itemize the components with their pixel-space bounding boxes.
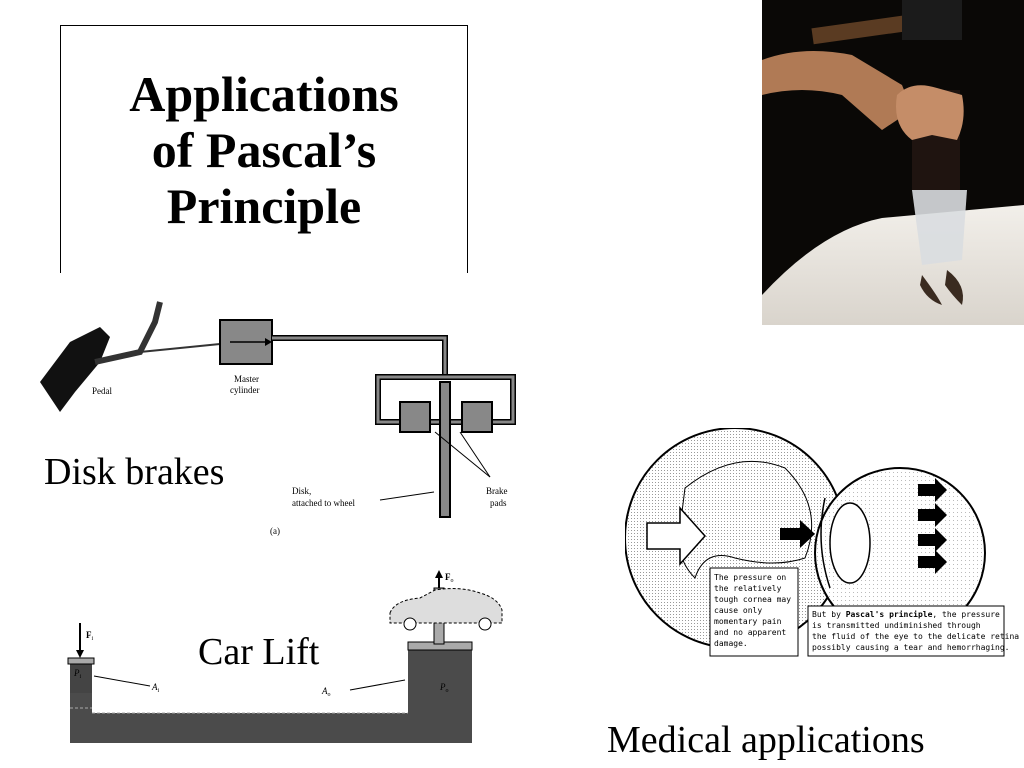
disk-brake-diagram: Pedal Master cylinder Disk, attached to … bbox=[30, 282, 550, 540]
title-line-1: Applications bbox=[129, 65, 399, 122]
splash bbox=[912, 190, 967, 265]
glass-shard-2 bbox=[945, 270, 963, 305]
disk-label-1: Disk, bbox=[292, 486, 311, 496]
panel-label: (a) bbox=[270, 526, 280, 536]
hammer-bottle-photo bbox=[762, 0, 1024, 325]
title-line-2: of Pascal’s bbox=[151, 121, 377, 178]
arm bbox=[762, 51, 912, 130]
eye-arrow-icon-4 bbox=[918, 550, 947, 574]
eye-arrow-icon-2 bbox=[918, 503, 947, 527]
left-brake-pad bbox=[399, 401, 431, 433]
note1-line-2: the relatively bbox=[714, 584, 782, 593]
disk-label-2: attached to wheel bbox=[292, 498, 355, 508]
note1-line-5: momentary pain bbox=[714, 617, 782, 626]
left-fluid bbox=[70, 658, 92, 693]
ao-label: Ao bbox=[321, 686, 331, 698]
disk-brakes-caption: Disk brakes bbox=[44, 451, 225, 493]
eye-arrow-icon-3 bbox=[918, 528, 947, 552]
title-box: Applications of Pascal’s Principle bbox=[60, 25, 468, 273]
foot-icon bbox=[40, 327, 110, 412]
note2-line-2: is transmitted undiminished through bbox=[812, 621, 981, 630]
cornea-note-box bbox=[709, 567, 799, 657]
car-lift-caption: Car Lift bbox=[198, 631, 320, 673]
pads-label-1: Brake bbox=[486, 486, 508, 496]
note1-line-4: cause only bbox=[714, 606, 762, 615]
car-lift-diagram: Fi Pi Ai Fo Po Ao bbox=[67, 570, 503, 743]
glass-shard-1 bbox=[920, 275, 942, 305]
cornea-arrow-icon bbox=[780, 520, 815, 548]
master-label-2: cylinder bbox=[230, 385, 260, 395]
hammer-head bbox=[902, 0, 962, 40]
fluid-channel bbox=[70, 648, 472, 743]
medical-applications-caption: Medical applications bbox=[607, 719, 925, 761]
fi-label: Fi bbox=[86, 630, 94, 642]
right-brake-pad bbox=[461, 401, 493, 433]
car-icon bbox=[389, 588, 503, 624]
ai-label: Ai bbox=[151, 682, 160, 694]
title-line-3: Principle bbox=[166, 177, 362, 234]
fo-label: Fo bbox=[445, 572, 454, 584]
input-arrow-icon bbox=[646, 506, 707, 566]
pedal-label: Pedal bbox=[92, 386, 112, 396]
note2-line-4: possibly causing a tear and hemorrhaging… bbox=[812, 643, 1009, 652]
note1-line-1: The pressure on bbox=[714, 573, 786, 582]
pedal-arm bbox=[94, 301, 163, 365]
pi-label: Pi bbox=[73, 668, 82, 680]
note1-line-7: damage. bbox=[714, 639, 748, 648]
small-piston bbox=[67, 657, 95, 665]
note2-line-3: the fluid of the eye to the delicate ret… bbox=[812, 632, 1020, 641]
note2-line-1: But by Pascal's principle, the pressure bbox=[812, 609, 1000, 619]
note1-line-6: and no apparent bbox=[714, 628, 786, 637]
po-label: Po bbox=[439, 682, 449, 694]
disk bbox=[439, 381, 451, 518]
eye-pressure-diagram: The pressure on the relatively tough cor… bbox=[625, 428, 1020, 657]
master-label-1: Master bbox=[234, 374, 259, 384]
lens bbox=[829, 502, 871, 584]
retina-note-box bbox=[807, 605, 1005, 657]
pads-label-2: pads bbox=[490, 498, 507, 508]
note1-line-3: tough cornea may bbox=[714, 595, 791, 604]
hand bbox=[896, 85, 964, 140]
eye-arrow-icon-1 bbox=[918, 478, 947, 502]
